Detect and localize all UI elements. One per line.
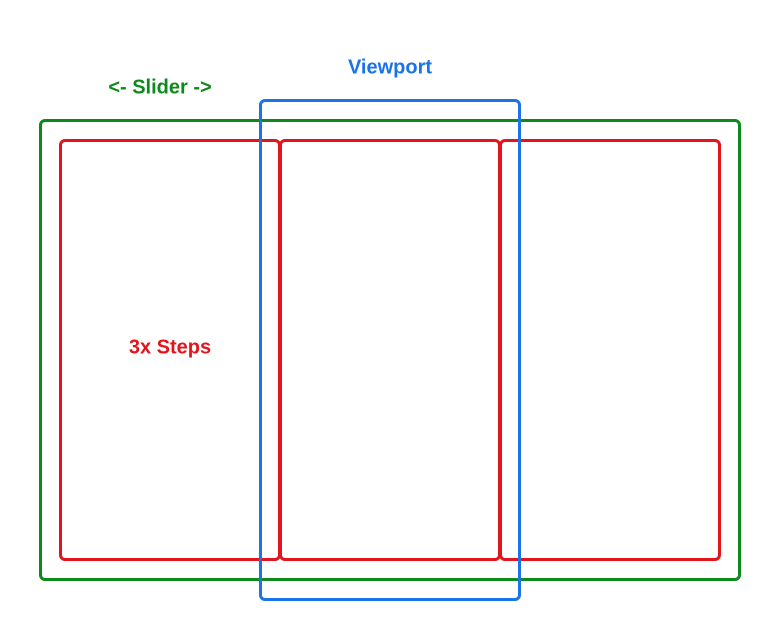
viewport-label: Viewport xyxy=(347,56,433,79)
steps-label: 3x Steps xyxy=(128,336,212,359)
slider-container xyxy=(39,119,741,581)
viewport-frame xyxy=(259,99,521,601)
step-panel-3 xyxy=(499,139,721,561)
slider-label: <- Slider -> xyxy=(108,76,212,99)
